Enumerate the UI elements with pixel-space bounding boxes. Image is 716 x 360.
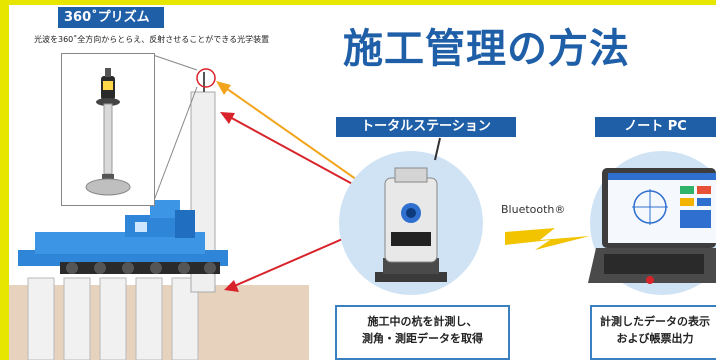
prism-description: 光波を360˚全方向からとらえ、反射させることができる光学装置: [34, 35, 270, 44]
total-station-desc-line2: 測角・測距データを取得: [362, 332, 483, 345]
yellow-border-left: [0, 0, 9, 360]
leader-line: [152, 54, 198, 71]
page-title: 施工管理の方法: [343, 26, 630, 72]
bluetooth-bolt: [505, 228, 590, 250]
note-pc-desc-line1: 計測したデータの表示: [600, 315, 710, 328]
piles: [27, 277, 199, 360]
bluetooth-text: Bluetooth®: [501, 203, 566, 216]
prism-highlight-circle: [196, 68, 216, 88]
prism-image: [85, 68, 131, 196]
prism-tag: 360˚プリズム: [58, 7, 164, 28]
yellow-border-top: [0, 0, 716, 5]
note-pc-desc-line2: および帳票出力: [616, 332, 694, 345]
note-pc-description: 計測したデータの表示 および帳票出力: [590, 305, 716, 360]
total-station-label: トータルステーション: [336, 117, 516, 137]
pile-driver-machine: [18, 200, 228, 274]
total-station-description: 施工中の杭を計測し、 測角・測距データを取得: [335, 305, 510, 360]
note-pc-label: ノート PC: [595, 117, 716, 137]
prism-image-box: [61, 53, 155, 206]
leader-line: [152, 86, 198, 204]
total-station-device: [375, 137, 447, 282]
total-station-desc-line1: 施工中の杭を計測し、: [367, 315, 478, 328]
laptop-device: [588, 168, 716, 284]
